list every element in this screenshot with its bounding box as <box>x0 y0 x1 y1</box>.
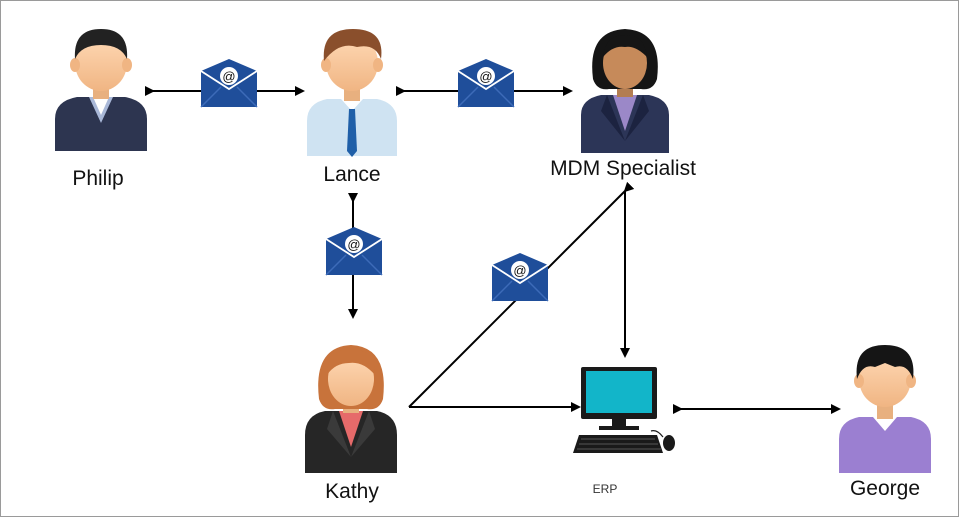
system-label-erp: ERP <box>593 482 618 496</box>
person-label-philip: Philip <box>72 167 123 190</box>
person-label-mdm-specialist: MDM Specialist <box>550 157 696 180</box>
person-icon-george <box>839 345 931 473</box>
person-label-george: George <box>850 477 920 500</box>
person-label-kathy: Kathy <box>325 480 379 503</box>
email-at-symbol: @ <box>513 263 526 278</box>
person-icon-lance <box>307 29 397 157</box>
email-icon: @ <box>200 59 258 108</box>
email-at-symbol: @ <box>479 69 492 84</box>
person-icon-philip <box>55 29 147 151</box>
computer-icon <box>573 367 675 453</box>
email-icon: @ <box>457 59 515 108</box>
person-label-lance: Lance <box>323 163 380 186</box>
email-at-symbol: @ <box>347 237 360 252</box>
person-icon-kathy <box>305 345 397 473</box>
email-at-symbol: @ <box>222 69 235 84</box>
email-icon: @ <box>325 227 383 276</box>
email-icon: @ <box>491 253 549 302</box>
connectors <box>145 86 841 414</box>
person-icon-mdm-specialist <box>581 29 669 153</box>
